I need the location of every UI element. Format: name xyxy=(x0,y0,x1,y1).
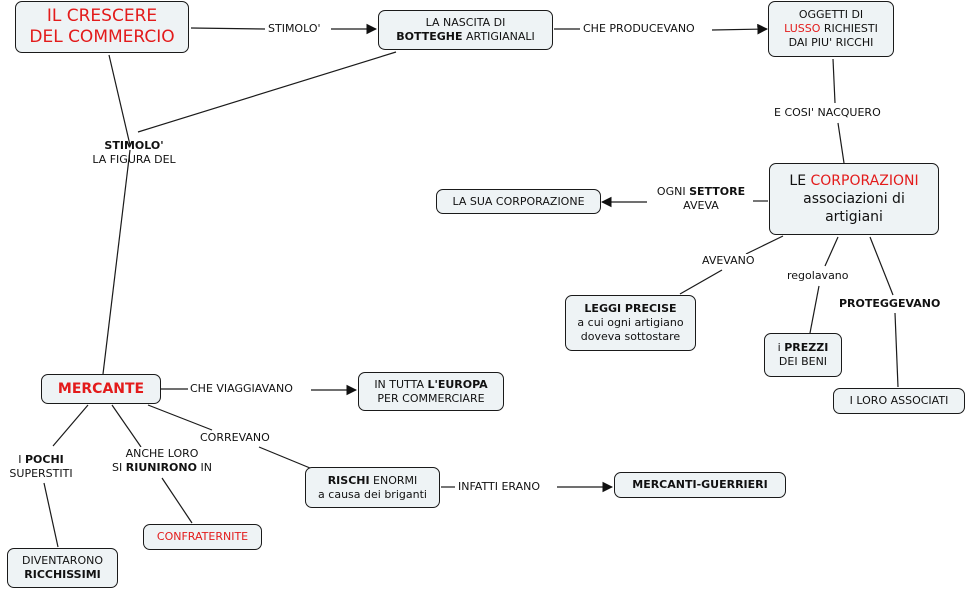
line-producevano-oggetti xyxy=(711,23,769,35)
node-text: LEGGI PRECISE xyxy=(584,302,677,315)
node-text: DIVENTARONO xyxy=(22,554,103,567)
node-text: IN TUTTA L'EUROPA xyxy=(374,377,488,391)
node-text: DEI BENI xyxy=(778,355,828,368)
line-nacquero-corporazioni xyxy=(837,122,845,164)
line-mercante-pochi xyxy=(52,404,89,447)
line-regolavano-prezzi xyxy=(809,285,820,334)
node-text: a cui ogni artigiano xyxy=(577,316,684,329)
line-proteggevano-associati xyxy=(894,312,899,388)
node-text: IL CRESCERE xyxy=(46,6,158,26)
node-text: OGGETTI DI xyxy=(798,8,864,21)
link-label-correvano: CORREVANO xyxy=(198,431,272,445)
node-text: CONFRATERNITE xyxy=(156,530,249,543)
link-label-che-viaggiavano: CHE VIAGGIAVANO xyxy=(188,382,295,396)
link-label-che-producevano: CHE PRODUCEVANO xyxy=(581,22,697,36)
node-la-sua-corporazione[interactable]: LA SUA CORPORAZIONE xyxy=(436,189,601,214)
line-crescere-stimolo2 xyxy=(108,54,131,146)
link-label-anche-loro-si-riunirono-in: ANCHE LORO SI RIUNIRONO IN xyxy=(104,447,220,475)
link-label-i-pochi-superstiti: I POCHI SUPERSTITI xyxy=(0,453,82,481)
node-text: doveva sottostare xyxy=(580,330,681,343)
node-text: LUSSO RICHIESTI xyxy=(784,22,878,35)
link-label-avevano: AVEVANO xyxy=(700,254,757,268)
line-pochi-ricchissimi xyxy=(43,482,59,548)
node-text: MERCANTI-GUERRIERI xyxy=(632,478,768,491)
link-label-e-cosi-nacquero: E COSI' NACQUERO xyxy=(772,106,883,120)
line-corporazioni-proteggevano xyxy=(869,236,894,296)
line-riunirono-confraternite xyxy=(161,477,193,524)
link-label-ogni-settore-aveva: OGNI SETTORE AVEVA xyxy=(649,185,753,213)
node-i-loro-associati[interactable]: I LORO ASSOCIATI xyxy=(833,388,965,414)
line-correvano-rischi xyxy=(258,446,311,469)
node-diventarono-ricchissimi[interactable]: DIVENTARONO RICCHISSIMI xyxy=(7,548,118,588)
node-rischi-enormi[interactable]: RISCHI ENORMI a causa dei briganti xyxy=(305,467,440,508)
line-avevano-leggi xyxy=(679,269,723,295)
node-mercante[interactable]: MERCANTE xyxy=(41,374,161,404)
link-label-stimolo-la-figura-del: STIMOLO' LA FIGURA DEL xyxy=(92,139,176,166)
line-oggetti-nacquero xyxy=(832,58,836,104)
node-text: LA NASCITA DI xyxy=(425,16,506,29)
node-in-tutta-europa[interactable]: IN TUTTA L'EUROPA PER COMMERCIARE xyxy=(358,372,504,411)
node-text: associazioni di xyxy=(803,191,905,207)
node-text: DEL COMMERCIO xyxy=(29,27,175,47)
line-crescere-stimolo xyxy=(190,27,266,30)
node-mercanti-guerrieri[interactable]: MERCANTI-GUERRIERI xyxy=(614,472,786,498)
link-label-regolavano: regolavano xyxy=(785,269,851,283)
node-leggi-precise[interactable]: LEGGI PRECISE a cui ogni artigiano dovev… xyxy=(565,295,696,351)
line-corporazioni-regolavano xyxy=(824,236,839,267)
line-corporazioni-avevano xyxy=(745,235,784,255)
line-stimolo2-mercante xyxy=(102,149,131,375)
node-text: artigiani xyxy=(825,209,883,225)
node-text: MERCANTE xyxy=(57,381,145,397)
line-botteghe-stimolo2 xyxy=(137,51,397,133)
node-text: RICCHISSIMI xyxy=(24,568,101,581)
node-text: I LORO ASSOCIATI xyxy=(849,394,949,407)
node-il-crescere-del-commercio[interactable]: IL CRESCERE DEL COMMERCIO xyxy=(15,1,189,53)
node-text: BOTTEGHE ARTIGIANALI xyxy=(396,30,535,43)
link-label-proteggevano: PROTEGGEVANO xyxy=(837,297,943,311)
node-text: LE CORPORAZIONI xyxy=(789,173,919,189)
node-text: a causa dei briganti xyxy=(318,487,427,501)
node-botteghe-artigianali[interactable]: LA NASCITA DI BOTTEGHE ARTIGIANALI xyxy=(378,10,553,50)
node-text: RISCHI ENORMI xyxy=(327,473,418,487)
link-label-infatti-erano: INFATTI ERANO xyxy=(456,480,543,494)
node-confraternite[interactable]: CONFRATERNITE xyxy=(143,524,262,550)
link-label-stimolo: STIMOLO' xyxy=(266,22,323,36)
node-oggetti-di-lusso[interactable]: OGGETTI DI LUSSO RICHIESTI DAI PIU' RICC… xyxy=(768,1,894,57)
line-mercante-riunirono xyxy=(111,404,142,448)
line-mercante-correvano xyxy=(147,404,213,431)
node-le-corporazioni[interactable]: LE CORPORAZIONI associazioni di artigian… xyxy=(769,163,939,235)
node-text: PER COMMERCIARE xyxy=(377,391,485,405)
node-prezzi-dei-beni[interactable]: i PREZZI DEI BENI xyxy=(764,333,842,377)
node-text: i PREZZI xyxy=(777,341,829,354)
node-text: LA SUA CORPORAZIONE xyxy=(452,194,585,208)
node-text: DAI PIU' RICCHI xyxy=(788,36,874,49)
